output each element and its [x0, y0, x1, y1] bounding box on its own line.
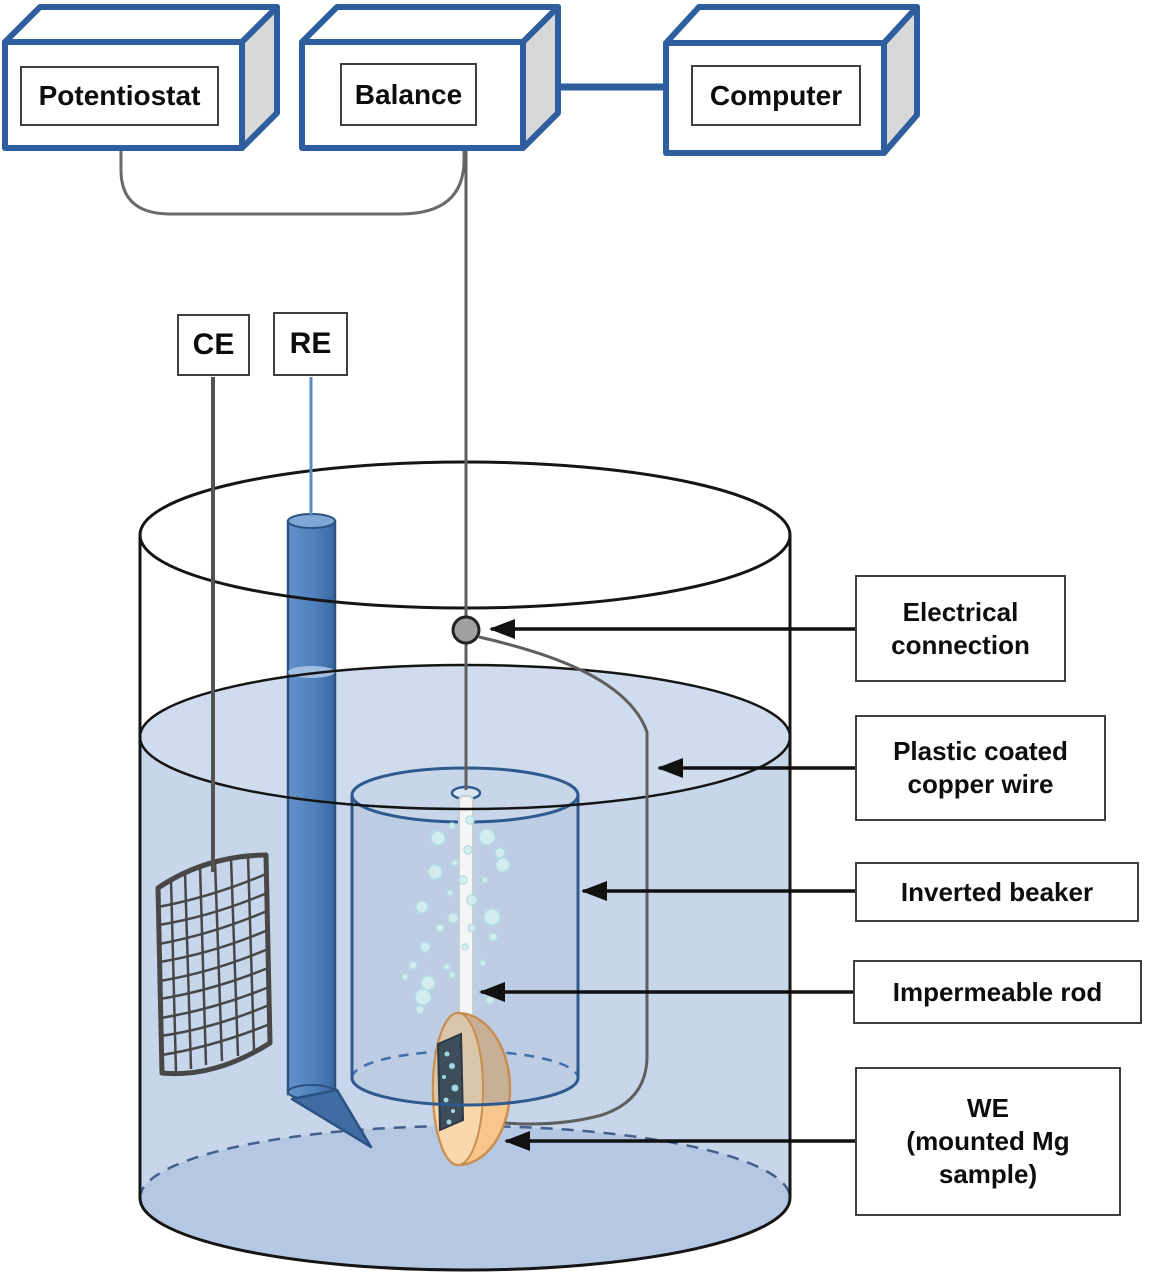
- inverted-beaker-front-rim: [350, 1077, 580, 1107]
- working-electrode-line3: sample): [938, 1159, 1038, 1189]
- electrical-connection-callout: Electrical connection: [855, 575, 1066, 682]
- inverted-beaker-callout: Inverted beaker: [855, 862, 1139, 922]
- inverted-beaker-back-rim: [350, 1049, 580, 1079]
- computer-label-text: Computer: [709, 79, 843, 111]
- plastic-coated-wire-callout: Plastic coated copper wire: [855, 715, 1106, 821]
- cables-and-wires: [119, 151, 468, 872]
- counter-electrode-label: CE: [177, 314, 250, 376]
- potentiostat-label: Potentiostat: [20, 66, 219, 126]
- plastic-coated-wire-line2: copper wire: [907, 769, 1054, 799]
- working-electrode-mount: [431, 1011, 512, 1167]
- potentiostat-label-text: Potentiostat: [38, 80, 201, 111]
- working-electrode-line2: (mounted Mg: [906, 1126, 1070, 1156]
- plastic-coated-copper-wire: [478, 635, 649, 1126]
- mg-sample-face: [436, 1032, 465, 1132]
- computer-label: Computer: [691, 65, 861, 126]
- potentiostat-balance-cable: [119, 151, 466, 216]
- balance-label: Balance: [340, 63, 477, 126]
- electrical-connection-dot: [451, 615, 481, 645]
- re-label-text: RE: [289, 327, 332, 360]
- electrical-connection-line2: connection: [891, 629, 1030, 660]
- hydrogen-bubbles: [401, 815, 511, 1015]
- callout-arrows: [479, 619, 855, 1151]
- inverted-beaker-text: Inverted beaker: [900, 876, 1094, 907]
- electrical-connection-line1: Electrical: [902, 596, 1019, 627]
- balance-box: [299, 4, 561, 151]
- working-electrode-callout: WE (mounted Mg sample): [855, 1067, 1121, 1216]
- impermeable-rod-callout: Impermeable rod: [853, 960, 1142, 1024]
- reference-electrode-tip: [290, 1088, 373, 1149]
- ce-label-text: CE: [192, 328, 235, 361]
- plastic-coated-wire-line1: Plastic coated: [893, 736, 1068, 766]
- beaker-bottom: [138, 1197, 792, 1272]
- beaker-walls: [138, 535, 792, 1198]
- counter-electrode-mesh: [155, 852, 273, 1077]
- impermeable-rod: [458, 795, 474, 1023]
- beaker-floor: [140, 1126, 790, 1270]
- balance-label-text: Balance: [354, 78, 463, 110]
- reference-electrode: [286, 513, 373, 1149]
- inverted-beaker-walls: [350, 795, 580, 1078]
- working-electrode-line1: WE: [967, 1093, 1009, 1123]
- impermeable-rod-text: Impermeable rod: [892, 976, 1103, 1007]
- sample-surface-bubbles: [442, 1051, 459, 1125]
- reference-electrode-label: RE: [273, 312, 348, 376]
